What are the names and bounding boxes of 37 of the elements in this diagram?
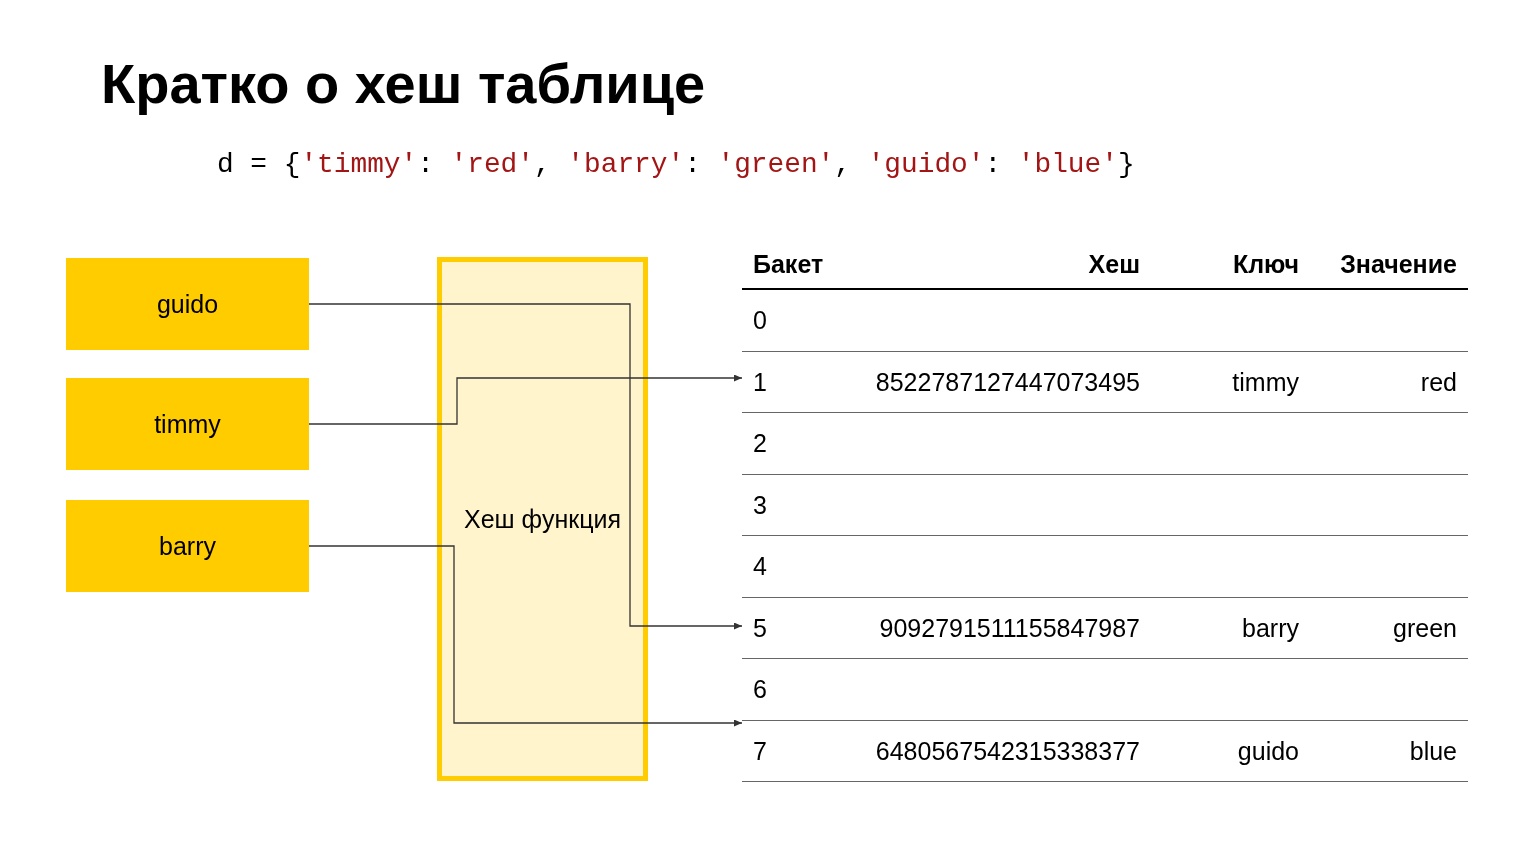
connector-line bbox=[308, 545, 438, 547]
column-header: Значение bbox=[1340, 249, 1457, 279]
bucket-number: 0 bbox=[753, 305, 767, 335]
bucket-number: 3 bbox=[753, 490, 767, 520]
bucket-number: 2 bbox=[753, 428, 767, 458]
bucket-number: 5 bbox=[753, 613, 767, 643]
key-text: timmy bbox=[1232, 367, 1299, 397]
bucket-number: 6 bbox=[753, 674, 767, 704]
column-header: Бакет bbox=[753, 249, 824, 279]
key-label: timmy bbox=[154, 409, 221, 439]
hash-value: 9092791511155847987 bbox=[879, 613, 1140, 643]
column-header: Ключ bbox=[1232, 249, 1299, 279]
value-text: green bbox=[1393, 613, 1457, 643]
key-box bbox=[66, 500, 309, 592]
arrow bbox=[647, 622, 743, 630]
bucket-number: 4 bbox=[753, 551, 767, 581]
value-text: red bbox=[1420, 367, 1457, 397]
arrow bbox=[647, 719, 743, 727]
key-box bbox=[66, 258, 309, 350]
hash-value: 8522787127447073495 bbox=[875, 367, 1140, 397]
hash-value: 6480567542315338377 bbox=[875, 736, 1140, 766]
code-snippet: d = {'timmy': 'red', 'barry': 'green', 'guido': 'blue'} bbox=[217, 148, 1135, 182]
key-box bbox=[66, 378, 309, 470]
arrow bbox=[647, 374, 743, 382]
bucket-number: 7 bbox=[753, 736, 767, 766]
slide-title: Кратко о хеш таблице bbox=[101, 52, 706, 116]
column-header: Хеш bbox=[1088, 249, 1140, 279]
key-text: barry bbox=[1242, 613, 1299, 643]
key-text: guido bbox=[1237, 736, 1299, 766]
connector-line bbox=[308, 423, 438, 425]
connector-line bbox=[308, 303, 438, 305]
value-text: blue bbox=[1409, 736, 1457, 766]
key-label: barry bbox=[159, 531, 216, 561]
hash-function-box bbox=[437, 257, 648, 781]
bucket-number: 1 bbox=[753, 367, 767, 397]
key-label: guido bbox=[156, 289, 219, 319]
hash-function-label: Хеш функция bbox=[464, 504, 621, 534]
